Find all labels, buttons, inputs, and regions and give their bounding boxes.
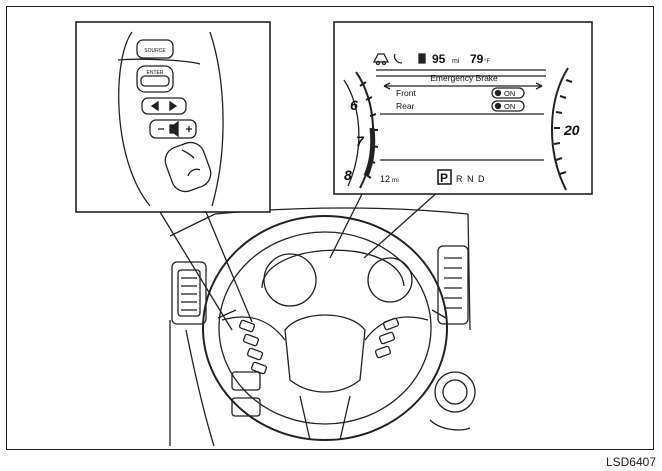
- figure-frame: [6, 6, 654, 450]
- rear-toggle: [491, 100, 525, 112]
- front-label: Front: [396, 88, 416, 98]
- source-button[interactable]: [136, 39, 174, 59]
- enter-dial[interactable]: [136, 65, 174, 93]
- rear-state: ON: [504, 102, 515, 111]
- wheel-right-switches: [374, 317, 400, 359]
- right-air-vent: [437, 245, 469, 325]
- tach-7: 7: [356, 133, 365, 149]
- meter-closeup: [343, 53, 573, 191]
- speedometer-ticks: [553, 79, 573, 175]
- front-state: ON: [504, 89, 515, 98]
- gear-r: R: [456, 174, 463, 184]
- dashboard-illustration: [169, 207, 476, 447]
- phone-icon: [393, 53, 403, 64]
- gear-p: P: [440, 171, 448, 185]
- source-label: SOURCE: [144, 48, 166, 54]
- range-value: 95: [432, 52, 446, 66]
- left-right-buttons[interactable]: [141, 97, 187, 115]
- wheel-left-switches: [238, 319, 268, 375]
- figure-code: LSD6407: [605, 455, 656, 469]
- left-air-vent: [171, 261, 207, 325]
- phone-voice-buttons[interactable]: [161, 139, 214, 196]
- meter-inset-frame: [333, 21, 593, 195]
- driver-assist-icon: [372, 53, 390, 66]
- temperature-value: 79: [470, 52, 484, 66]
- gear-n: N: [467, 174, 474, 184]
- fuel-pump-icon: [418, 53, 426, 64]
- front-toggle: [491, 87, 525, 99]
- volume-buttons[interactable]: [149, 119, 197, 139]
- menu-title: Emergency Brake: [430, 73, 498, 83]
- temperature-unit: °F: [484, 59, 490, 65]
- range-unit: mi: [452, 58, 460, 65]
- trip-unit: mi: [392, 177, 399, 184]
- gear-d: D: [478, 174, 485, 184]
- steering-switch-closeup: [117, 31, 224, 207]
- speed-20: 20: [563, 122, 580, 138]
- enter-label: ENTER: [147, 70, 164, 76]
- tach-8: 8: [344, 167, 352, 183]
- trip-value: 12: [380, 174, 390, 184]
- tach-6: 6: [350, 97, 358, 113]
- rear-label: Rear: [396, 101, 415, 111]
- callout-lines: [159, 189, 441, 331]
